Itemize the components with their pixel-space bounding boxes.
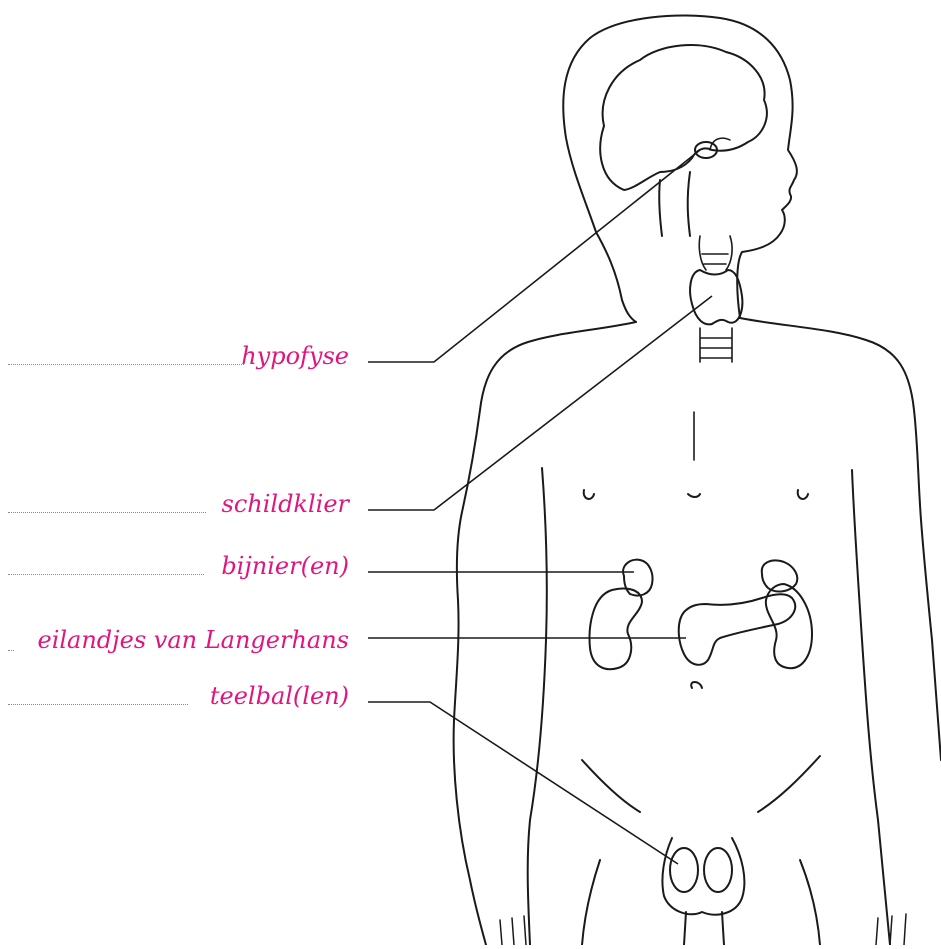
testis-right [704, 848, 732, 892]
trachea-rings [700, 328, 732, 362]
nipple-left [584, 490, 594, 499]
label-dots-eilandjes [8, 650, 14, 651]
larynx [699, 236, 732, 270]
label-hypofyse: hypofyse [241, 342, 349, 370]
fingers-left [500, 916, 526, 945]
label-bijnier: bijnier(en) [221, 552, 349, 580]
fingers-right [876, 914, 906, 945]
leader-line-schildklier [368, 296, 712, 510]
adrenal-left [623, 560, 652, 596]
chest-mid-mark [688, 494, 700, 497]
label-schildklier: schildklier [222, 490, 350, 518]
label-eilandjes: eilandjes van Langerhans [37, 626, 349, 654]
label-dots-bijnier [8, 574, 204, 575]
navel [691, 682, 702, 688]
neck-back [596, 232, 636, 322]
testis-left [670, 848, 698, 892]
arm-inner-right [852, 470, 890, 945]
brain-outline [600, 45, 767, 190]
label-dots-teelbal [8, 704, 188, 705]
pancreas [679, 594, 795, 665]
hip-right [758, 756, 820, 812]
leg-right [800, 860, 820, 945]
trachea-left [659, 180, 662, 236]
torso-right [740, 318, 941, 760]
torso-left [454, 322, 636, 945]
hip-left [582, 760, 640, 812]
leader-line-hypofyse [368, 150, 700, 362]
penis-shaft [684, 912, 724, 945]
label-dots-hypofyse [8, 364, 244, 365]
nipple-right [798, 490, 808, 499]
leg-left [582, 860, 600, 945]
thyroid-gland [690, 270, 742, 324]
kidney-left [590, 589, 642, 670]
trachea-right [688, 172, 690, 236]
leader-line-teelbal [368, 702, 678, 864]
arm-inner-left [528, 468, 547, 945]
label-teelbal: teelbal(len) [210, 682, 349, 710]
label-dots-schildklier [8, 512, 206, 513]
